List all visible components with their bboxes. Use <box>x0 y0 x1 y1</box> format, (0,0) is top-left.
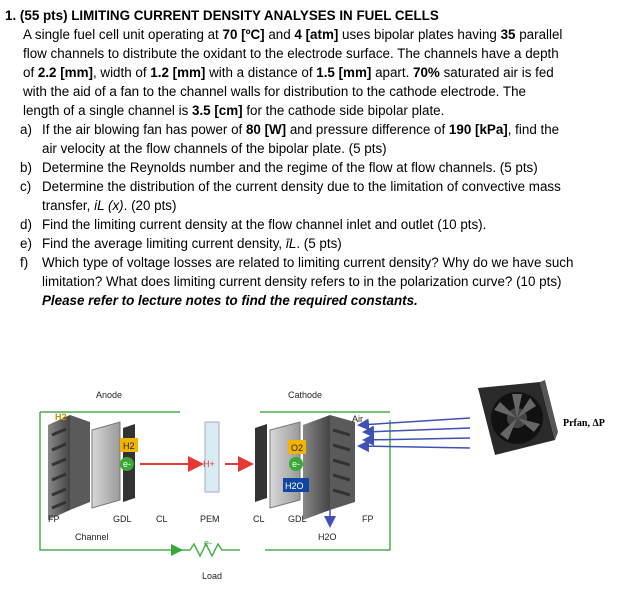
item-d-line-1: Find the limiting current density at the… <box>42 217 487 232</box>
item-e-line-1: Find the average limiting current densit… <box>42 236 342 251</box>
item-f-line-2: limitation? What does limiting current d… <box>42 274 562 289</box>
h2-badge-inner <box>120 438 138 452</box>
h2o-badge-inner <box>283 478 309 492</box>
electron-load-label: e- <box>204 538 212 548</box>
gdl-left-label: GDL <box>113 514 132 524</box>
cathode-cl <box>255 424 267 502</box>
anode-label: Anode <box>96 390 122 400</box>
gdl-right-label: GDL <box>288 514 307 524</box>
anode-gdl <box>91 421 121 509</box>
item-c-line-2: transfer, iL (x). (20 pts) <box>42 198 177 213</box>
cl-right-label: CL <box>253 514 265 524</box>
item-b-line-1: Determine the Reynolds number and the re… <box>42 160 538 175</box>
item-c-line-1: Determine the distribution of the curren… <box>42 179 561 194</box>
intro-line-5: length of a single channel is 3.5 [cm] f… <box>23 103 445 118</box>
circuit-wire-left <box>39 412 170 551</box>
o2-label: O2 <box>291 443 303 453</box>
air-label: Air <box>352 414 363 424</box>
intro-line-4: with the aid of a fan to the channel wal… <box>23 84 526 99</box>
airflow-arrows <box>357 417 471 453</box>
pem-label: PEM <box>200 514 220 524</box>
h2o-out-label: H2O <box>318 532 337 542</box>
cl-left-label: CL <box>156 514 168 524</box>
fp-left-label: FP <box>48 514 60 524</box>
item-f-marker: f) <box>20 255 29 270</box>
item-a-line-1: If the air blowing fan has power of 80 [… <box>42 122 560 137</box>
intro-line-2: flow channels to distribute the oxidant … <box>23 46 559 61</box>
item-d-marker: d) <box>20 217 32 232</box>
electron-left-icon <box>120 457 134 471</box>
h2-label: H2 <box>55 412 67 422</box>
intro-line-3: of 2.2 [mm], width of 1.2 [mm] with a di… <box>23 65 554 80</box>
fp-right-label: FP <box>362 514 374 524</box>
anode-flow-plate <box>48 415 90 520</box>
load-label: Load <box>202 571 222 581</box>
circuit-wire-right <box>265 420 391 551</box>
item-f-line-1: Which type of voltage losses are related… <box>42 255 574 270</box>
h2o-inner-label: H2O <box>285 481 304 491</box>
proton-label: H+ <box>203 459 215 469</box>
problem-header: 1. (55 pts) LIMITING CURRENT DENSITY ANA… <box>5 8 439 23</box>
h2-inner-label: H2 <box>123 441 135 451</box>
cathode-label: Cathode <box>288 390 322 400</box>
channel-label: Channel <box>75 532 109 542</box>
item-b-marker: b) <box>20 160 32 175</box>
load-resistor <box>180 542 240 558</box>
pem-membrane <box>204 421 220 493</box>
item-a-marker: a) <box>20 122 32 137</box>
item-a-line-2: air velocity at the flow channels of the… <box>42 141 387 156</box>
fuel-cell-figure: H2 e- H+ O2 e- H2O Anode Cathode H2 Air <box>0 380 639 590</box>
fan-label: Prfan, ΔP <box>563 418 605 429</box>
o2-badge <box>288 440 306 454</box>
electron-right-icon <box>289 457 303 471</box>
electron-right-label: e- <box>292 459 300 469</box>
item-e-marker: e) <box>20 236 32 251</box>
cathode-flow-plate <box>303 415 355 520</box>
instruction-note: Please refer to lecture notes to find th… <box>42 293 418 308</box>
fuel-cell-diagram: H2 e- H+ O2 e- H2O Anode Cathode H2 Air <box>39 380 605 581</box>
electron-left-label: e- <box>123 459 131 469</box>
fan-icon <box>478 380 558 455</box>
item-c-marker: c) <box>20 179 32 194</box>
intro-line-1: A single fuel cell unit operating at 70 … <box>23 27 563 42</box>
